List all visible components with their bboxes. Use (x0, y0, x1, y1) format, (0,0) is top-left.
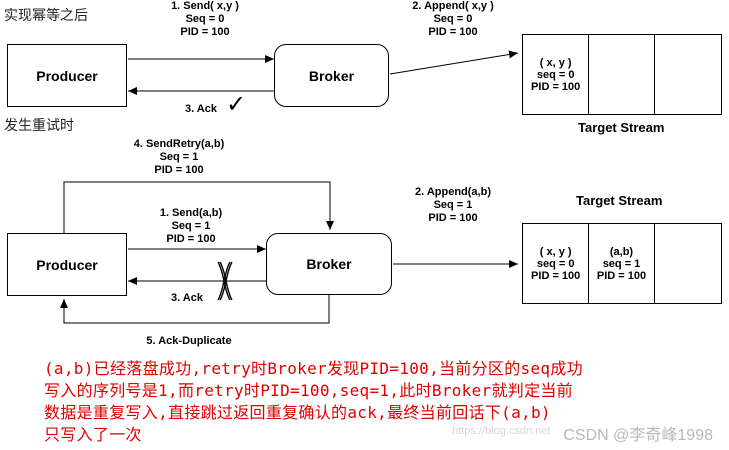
top-append-label: 2. Append( x,y ) Seq = 0 PID = 100 (412, 0, 494, 38)
note-line: 只写入了一次 (44, 425, 142, 444)
note-line: 数据是重复写入,直接跳过返回重复确认的ack,最终当前回话下(a,b) (44, 403, 551, 422)
stream-cell (589, 35, 655, 114)
producer-label: Producer (36, 256, 98, 273)
target-stream-title-bottom: Target Stream (576, 193, 663, 208)
top-ack-label: 3. Ack (184, 103, 217, 115)
top-send-label: 1. Send( x,y ) Seq = 0 PID = 100 (171, 0, 239, 38)
bottom-retry-arrow (63, 181, 334, 233)
stream-cell (655, 35, 721, 114)
watermark: CSDN @李奇峰1998 (563, 427, 713, 444)
producer-box-top: Producer (7, 44, 127, 107)
section-note-on-retry: 发生重试时 (4, 117, 74, 133)
bottom-send-label: 1. Send(a,b) Seq = 1 PID = 100 (159, 207, 223, 245)
stream-cell: ( x, y ) seq = 0 PID = 100 (523, 35, 590, 114)
producer-box-bottom: Producer (7, 233, 127, 296)
lost-ack-cross-icon (217, 261, 233, 301)
target-stream-title-top: Target Stream (578, 120, 665, 135)
broker-label: Broker (308, 67, 355, 84)
ack-check-icon: ✓ (226, 91, 247, 118)
bottom-send-retry-label: 4. SendRetry(a,b) Seq = 1 PID = 100 (133, 138, 225, 176)
stream-cell (655, 224, 721, 303)
target-stream-bottom: ( x, y ) seq = 0 PID = 100 (a,b) seq = 1… (522, 223, 722, 304)
section-note-after-idempotence: 实现幂等之后 (4, 7, 88, 23)
bottom-append-label: 2. Append(a,b) Seq = 1 PID = 100 (415, 186, 491, 224)
broker-box-top: Broker (274, 44, 389, 107)
note-line: (a,b)已经落盘成功,retry时Broker发现PID=100,当前分区的s… (44, 359, 583, 378)
target-stream-top: ( x, y ) seq = 0 PID = 100 (522, 34, 722, 115)
bottom-ack-duplicate-arrow (60, 295, 330, 324)
bottom-ack-label: 3. Ack (170, 292, 203, 304)
broker-box-bottom: Broker (266, 233, 392, 295)
producer-label: Producer (36, 67, 98, 84)
broker-label: Broker (306, 256, 352, 272)
bottom-ack-duplicate-label: 5. Ack-Duplicate (146, 335, 232, 347)
explanation-note: (a,b)已经落盘成功,retry时Broker发现PID=100,当前分区的s… (44, 358, 714, 446)
stream-cell: (a,b) seq = 1 PID = 100 (589, 224, 655, 303)
watermark-faint: https://blog.csdn.net (452, 425, 551, 437)
stream-cell: ( x, y ) seq = 0 PID = 100 (523, 224, 590, 303)
note-line: 写入的序列号是1,而retry时PID=100,seq=1,此时Broker就判… (44, 381, 573, 400)
top-append-arrow (389, 50, 519, 75)
